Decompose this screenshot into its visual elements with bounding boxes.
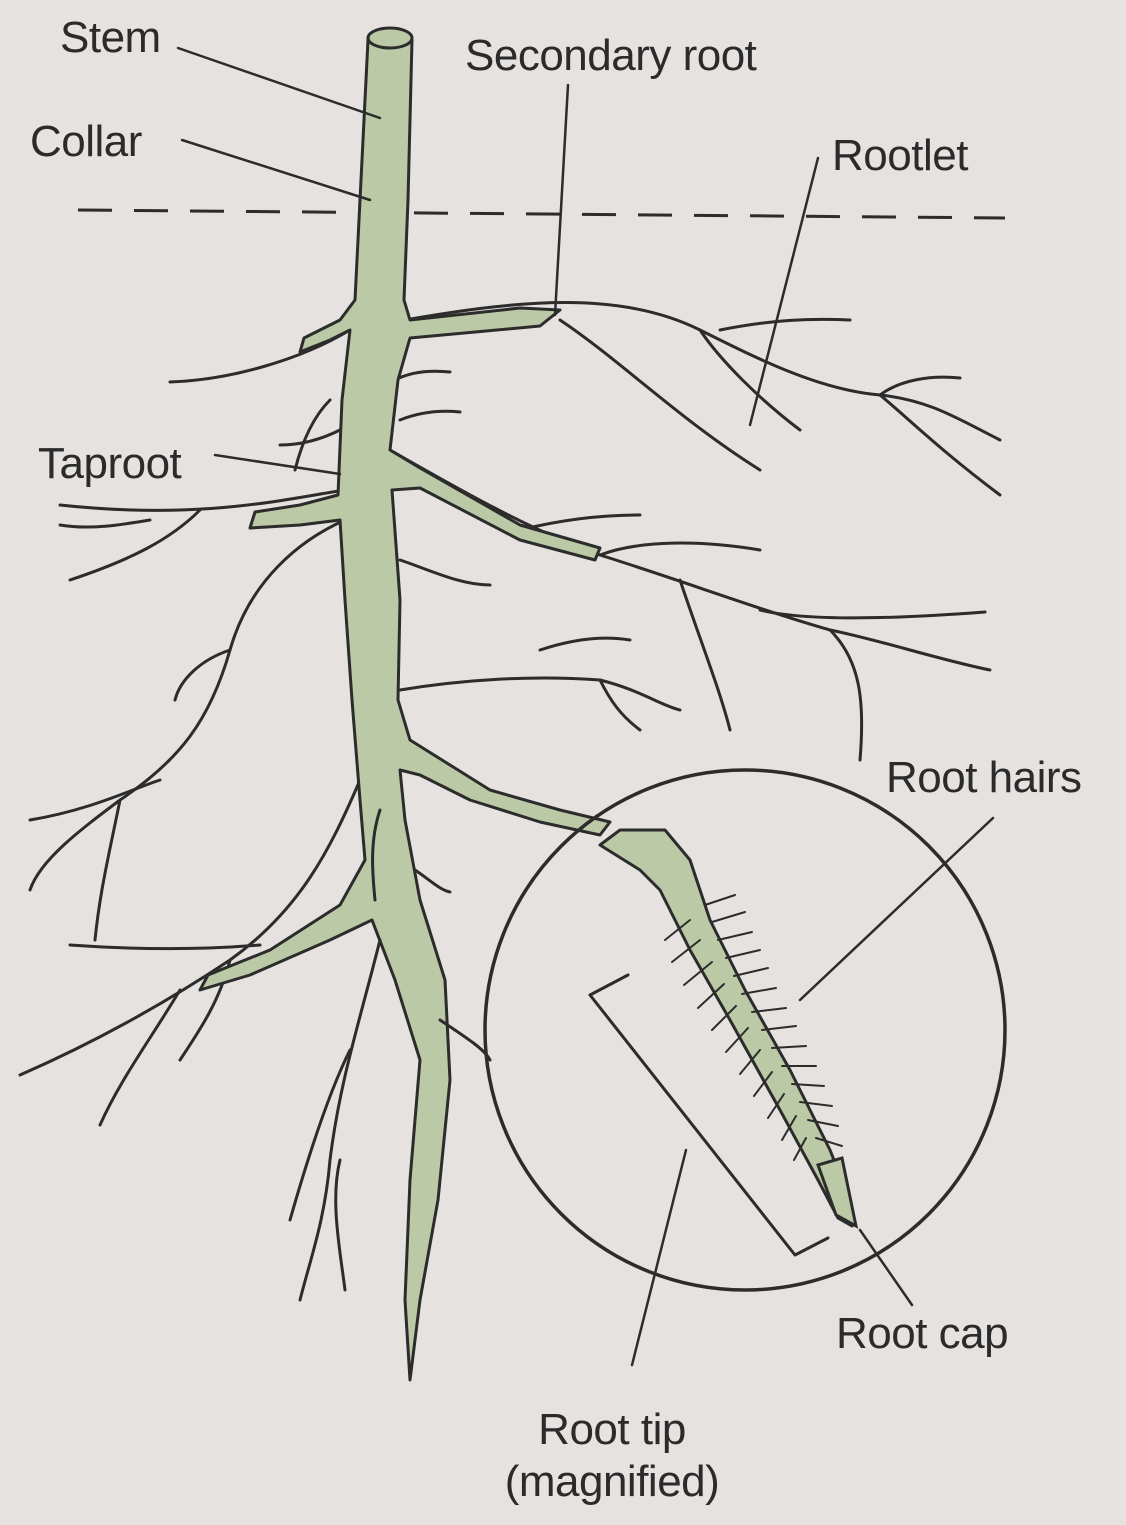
secondary-root-leader: [555, 85, 568, 315]
right-lateral-roots: [390, 303, 1000, 761]
root-cap-label: Root cap: [836, 1312, 1008, 1356]
soil-line: [78, 210, 1005, 218]
leader-lines: [178, 48, 993, 1365]
root-tip-label-line2: (magnified): [462, 1460, 762, 1504]
rootlet-label: Rootlet: [832, 134, 968, 178]
collar-label: Collar: [30, 120, 142, 164]
root-tip-leader: [632, 1150, 686, 1365]
secondary-root-label: Secondary root: [465, 34, 756, 78]
taproot-leader: [215, 455, 340, 474]
stem-top: [368, 28, 412, 48]
taproot-body: [200, 40, 610, 1380]
root-hairs-label: Root hairs: [886, 756, 1082, 800]
stem-label: Stem: [60, 16, 161, 60]
taproot-label: Taproot: [38, 442, 181, 486]
rootlet-leader: [750, 158, 818, 425]
collar-leader: [182, 140, 370, 200]
root-tip-label-line1: Root tip: [462, 1408, 762, 1452]
stem-leader: [178, 48, 380, 118]
root-tip-label: Root tip (magnified): [462, 1408, 762, 1504]
root-cap-leader: [860, 1230, 912, 1305]
root-hairs-leader: [800, 818, 993, 1000]
